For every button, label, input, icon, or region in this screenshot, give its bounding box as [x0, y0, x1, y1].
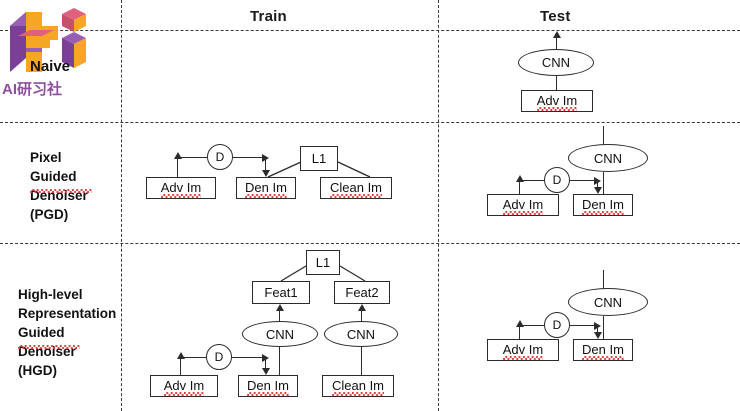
hgd-train-feat2-box: Feat2	[334, 281, 390, 304]
column-header-test: Test	[540, 8, 571, 25]
edge-down-to-denim	[265, 157, 267, 171]
pgd-test-cnn-ellipse: CNN	[568, 144, 648, 172]
hgd-train-den-im-box: Den Im	[238, 375, 298, 397]
hgd-test-edge-cnn-output	[603, 270, 605, 292]
divider-train-test	[438, 0, 439, 411]
hgd-train-edge-cnn2-to-feat2	[361, 311, 363, 322]
arrowhead-advim-up	[173, 152, 182, 159]
logo-wordmark: AI研习社	[2, 81, 63, 98]
adv-im-label: Adv Im	[160, 180, 202, 198]
hgd-train-clean-im-box: Clean Im	[322, 375, 394, 397]
hgd-train-edge-cleanim-to-cnn	[361, 347, 363, 376]
naive-test-adv-im-box: Adv Im	[521, 90, 593, 112]
hgd-test-edge-advim-to-d	[519, 325, 544, 327]
edge-advim-up	[177, 158, 179, 177]
pgd-test-arrowhead-advim-up	[515, 175, 524, 182]
pgd-test-edge-advim-up	[519, 181, 521, 194]
pgd-train-adv-im-box: Adv Im	[146, 177, 216, 199]
cnn-label: CNN	[593, 150, 623, 166]
pgd-test-edge-cnn-output	[603, 126, 605, 148]
hgd-train-l1-box: L1	[306, 250, 340, 275]
adv-im-label: Adv Im	[536, 93, 578, 111]
pgd-test-edge-down-denim	[597, 180, 599, 188]
divider-header	[0, 30, 740, 31]
hgd-train-edge-d-to-denim	[232, 357, 265, 359]
l1-label: L1	[315, 255, 331, 270]
cnn-label: CNN	[541, 55, 571, 70]
edge-d-to-denim	[233, 157, 265, 159]
hgd-train-feat1-box: Feat1	[252, 281, 310, 304]
hgd-test-edge-denim-to-cnn	[603, 316, 605, 339]
hgd-train-adv-im-box: Adv Im	[150, 375, 218, 397]
hgd-test-edge-d-to-denim	[570, 325, 598, 327]
hgd-train-arrowhead-advim-up	[176, 352, 185, 359]
divider-naive-pgd	[0, 122, 740, 123]
feat1-label: Feat1	[264, 285, 298, 300]
clean-im-label: Clean Im	[329, 180, 383, 198]
hgd-train-edge-down-denim	[265, 357, 267, 369]
pgd-test-den-im-box: Den Im	[573, 194, 633, 216]
edge-cnn-output	[556, 33, 558, 53]
ai-yanxishe-logo-icon	[4, 2, 90, 80]
hgd-test-adv-im-box: Adv Im	[487, 339, 559, 361]
hgd-train-edge-cnn1-to-feat1	[279, 311, 281, 322]
hgd-test-edge-advim-up	[519, 326, 521, 339]
hgd-train-edge-denim-to-cnn	[279, 347, 281, 376]
arrowhead-cnn-output	[552, 31, 561, 38]
hgd-train-arrowhead-feat2	[357, 304, 366, 311]
pgd-test-adv-im-box: Adv Im	[487, 194, 559, 216]
divider-pgd-hgd	[0, 243, 740, 244]
spellcheck-underline-hgd-denoiser	[18, 345, 80, 349]
cnn-label: CNN	[593, 294, 623, 310]
naive-test-cnn-ellipse: CNN	[518, 49, 594, 76]
denoiser-label: D	[214, 350, 224, 364]
hgd-test-arrowhead-advim-up	[515, 320, 524, 327]
hgd-train-arrowhead-feat1	[275, 304, 284, 311]
pgd-train-l1-box: L1	[300, 146, 338, 171]
hgd-train-edge-advim-up	[180, 358, 182, 375]
edge-advim-to-d	[177, 157, 207, 159]
pgd-train-denoiser-circle: D	[207, 144, 233, 170]
adv-im-label: Adv Im	[502, 197, 544, 215]
den-im-label: Den Im	[245, 180, 287, 198]
den-im-label: Den Im	[582, 197, 624, 215]
column-header-train: Train	[250, 8, 287, 25]
hgd-test-denoiser-circle: D	[544, 312, 570, 338]
row-label-naive: Naive	[30, 58, 71, 75]
den-im-label: Den Im	[582, 342, 624, 360]
denoiser-label: D	[215, 150, 225, 164]
edge-advim-to-cnn	[556, 76, 558, 93]
denoiser-label: D	[552, 318, 562, 332]
l1-label: L1	[311, 151, 327, 166]
cnn-label: CNN	[265, 326, 295, 342]
hgd-train-arrowhead-down-denim	[261, 368, 270, 375]
hgd-train-edge-advim-to-d	[180, 357, 206, 359]
hgd-test-cnn-ellipse: CNN	[568, 288, 648, 316]
clean-im-label: Clean Im	[331, 378, 385, 396]
pgd-train-clean-im-box: Clean Im	[320, 177, 392, 199]
cnn-label: CNN	[346, 326, 376, 342]
spellcheck-underline-pgd-denoiser	[30, 189, 92, 193]
pgd-test-edge-advim-to-d	[519, 180, 544, 182]
hgd-test-edge-down-denim	[597, 325, 599, 333]
arrowhead-down-denim	[261, 170, 270, 177]
row-label-hgd: High-level Representation Guided Denoise…	[18, 287, 117, 378]
hgd-test-den-im-box: Den Im	[573, 339, 633, 361]
adv-im-label: Adv Im	[502, 342, 544, 360]
denoiser-label: D	[552, 173, 562, 187]
pgd-test-denoiser-circle: D	[544, 167, 570, 193]
hgd-train-cnn-ellipse-right: CNN	[324, 321, 398, 347]
den-im-label: Den Im	[247, 378, 289, 396]
hgd-test-arrowhead-down-denim	[593, 332, 602, 339]
row-label-pgd: Pixel Guided Denoiser (PGD)	[30, 150, 88, 222]
pgd-test-arrowhead-down-denim	[593, 187, 602, 194]
hgd-train-cnn-ellipse-left: CNN	[242, 321, 318, 347]
pgd-train-den-im-box: Den Im	[236, 177, 296, 199]
pgd-test-edge-denim-to-cnn	[603, 172, 605, 194]
adv-im-label: Adv Im	[163, 378, 205, 396]
hgd-train-denoiser-circle: D	[206, 344, 232, 370]
feat2-label: Feat2	[345, 285, 379, 300]
divider-rowlabel-column	[121, 0, 122, 411]
pgd-test-edge-d-to-denim	[570, 180, 598, 182]
